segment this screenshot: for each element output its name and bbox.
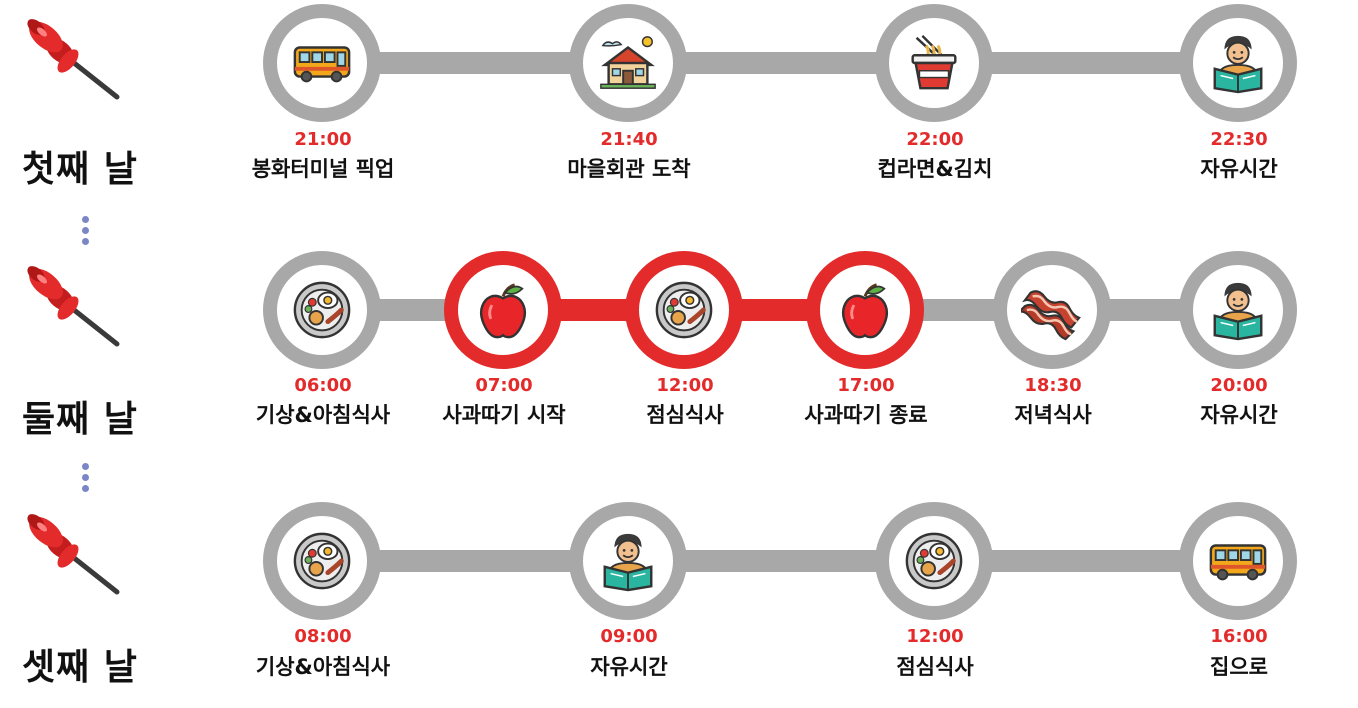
reading-person-icon [1207,279,1269,341]
event-label: 컵라면&김치 [877,157,993,181]
reading-person-icon [1207,32,1269,94]
day-label: 첫째 날 [22,149,138,190]
event-label: 점심식사 [896,655,974,679]
timeline-node [569,502,687,620]
event-label: 봉화터미널 픽업 [251,157,395,181]
event-time: 18:30 [1024,375,1082,396]
event-label: 자유시간 [1200,403,1278,427]
timeline-node [263,251,381,369]
event-label: 사과따기 시작 [442,403,566,427]
event-time: 22:30 [1210,129,1268,150]
event-label: 사과따기 종료 [804,403,928,427]
bus-icon [291,32,353,94]
event-label: 자유시간 [1200,157,1278,181]
event-time: 17:00 [837,375,895,396]
event-time: 12:00 [656,375,714,396]
day-label: 셋째 날 [22,647,138,688]
event-label: 저녁식사 [1014,403,1092,427]
timeline-node [875,4,993,122]
red-pin-icon [22,15,122,105]
event-time: 21:00 [294,129,352,150]
timeline-node [263,4,381,122]
breakfast-plate-icon [653,279,715,341]
bus-icon [1207,530,1269,592]
breakfast-plate-icon [291,279,353,341]
event-time: 09:00 [600,626,658,647]
event-time: 07:00 [475,375,533,396]
house-icon [597,32,659,94]
timeline-node [993,251,1111,369]
event-label: 자유시간 [590,655,668,679]
day-label: 둘째 날 [22,399,138,440]
highlighted-timeline-node [444,251,562,369]
highlighted-timeline-node [806,251,924,369]
timeline-node [1179,251,1297,369]
breakfast-plate-icon [291,530,353,592]
event-label: 집으로 [1210,655,1268,679]
reading-person-icon [597,530,659,592]
event-time: 12:00 [906,626,964,647]
highlighted-timeline-node [625,251,743,369]
red-pin-icon [22,510,122,600]
event-time: 06:00 [294,375,352,396]
timeline-node [875,502,993,620]
event-label: 점심식사 [646,403,724,427]
event-label: 마을회관 도착 [567,157,691,181]
event-time: 21:40 [600,129,658,150]
timeline-node [569,4,687,122]
event-label: 기상&아침식사 [255,403,391,427]
ellipsis-dots-icon [80,216,90,249]
event-time: 08:00 [294,626,352,647]
event-label: 기상&아침식사 [255,655,391,679]
timeline-node [1179,502,1297,620]
timeline-node [1179,4,1297,122]
cup-noodle-icon [903,32,965,94]
timeline-track [322,550,1238,572]
event-time: 16:00 [1210,626,1268,647]
timeline-node [263,502,381,620]
apple-icon [472,279,534,341]
breakfast-plate-icon [903,530,965,592]
red-pin-icon [22,262,122,352]
bacon-icon [1021,279,1083,341]
ellipsis-dots-icon [80,463,90,496]
event-time: 20:00 [1210,375,1268,396]
timeline-track [322,52,1238,74]
event-time: 22:00 [906,129,964,150]
apple-icon [834,279,896,341]
